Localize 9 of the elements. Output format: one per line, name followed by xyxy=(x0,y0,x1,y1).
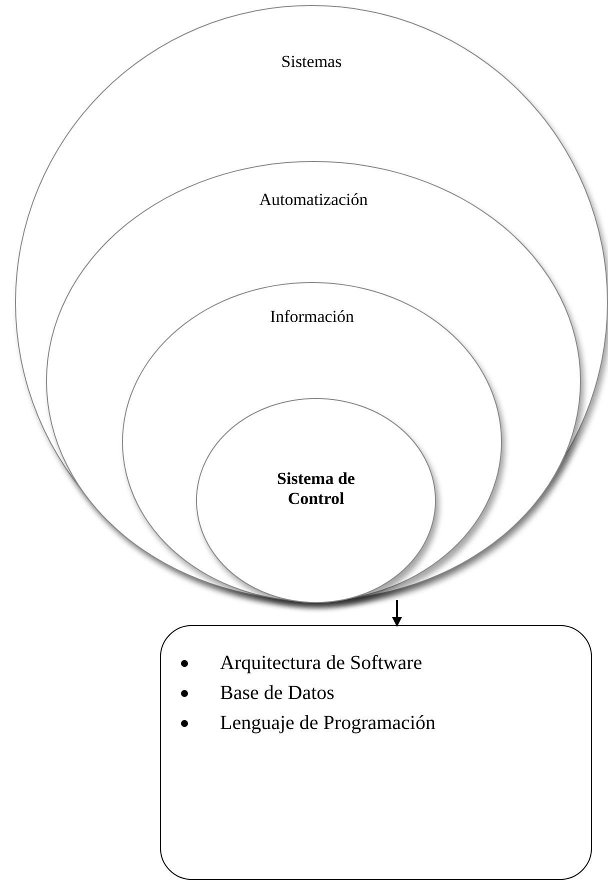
arrow xyxy=(392,600,402,627)
circle-label: Automatización xyxy=(259,190,368,210)
rounded-text-box xyxy=(160,625,592,880)
circle-label: Sistemas xyxy=(281,52,342,72)
bullet-text: Lenguaje de Programación xyxy=(220,712,436,734)
bullet-text: Base de Datos xyxy=(220,682,334,704)
bullet-text: Arquitectura de Software xyxy=(220,652,422,674)
circle-label: Información xyxy=(270,307,354,327)
circle-label: Sistema de Control xyxy=(276,469,356,509)
